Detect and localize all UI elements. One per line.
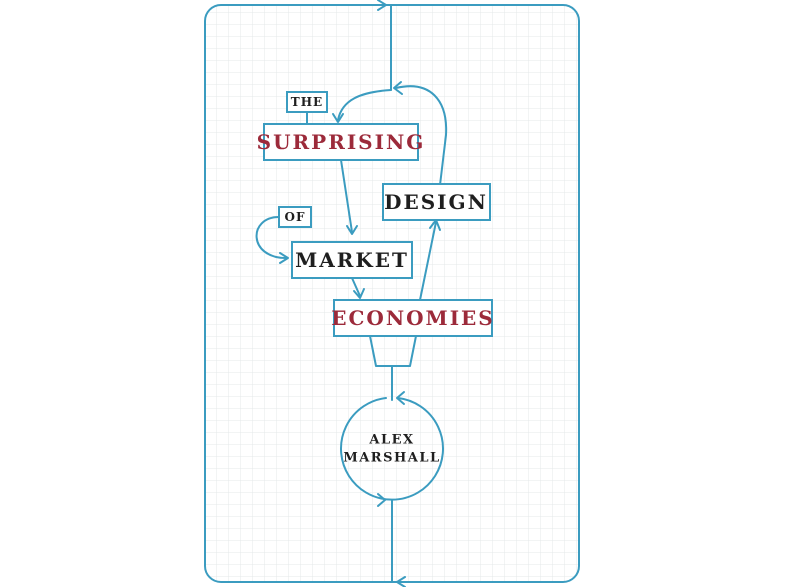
- word-economies: ECONOMIES: [331, 306, 494, 330]
- economies-to-design: [419, 221, 437, 301]
- funnel-shape: [369, 335, 417, 367]
- surprising-to-market: [340, 159, 353, 233]
- author-last-name: MARSHALL: [343, 451, 440, 466]
- design-arrowhead-icon: [429, 219, 441, 231]
- box-economies: [333, 299, 493, 337]
- circle-bottom-arrowhead-icon: [377, 493, 386, 507]
- top-arrowhead-icon: [377, 0, 387, 11]
- surprising-arrowhead-icon: [332, 113, 344, 123]
- word-surprising: SURPRISING: [257, 130, 426, 154]
- of-arrowhead-icon: [279, 252, 289, 264]
- word-market: MARKET: [295, 248, 409, 272]
- circle-top-arrowhead-icon: [396, 391, 405, 405]
- word-of: OF: [285, 210, 306, 224]
- economies-arrowhead-icon: [353, 288, 365, 299]
- author-first-name: ALEX: [368, 433, 414, 448]
- word-the: THE: [291, 95, 323, 109]
- graph-paper-background: [205, 5, 579, 582]
- word-design: DESIGN: [384, 190, 488, 214]
- bottom-arrowhead-icon: [396, 576, 406, 587]
- loop-top: [395, 85, 448, 186]
- market-arrowhead-icon: [346, 225, 358, 235]
- box-market: [291, 241, 413, 279]
- market-to-economies: [351, 277, 361, 297]
- loop-into-surprising: [337, 89, 392, 121]
- loop-arrowhead-icon: [393, 81, 403, 95]
- of-loop: [255, 216, 287, 259]
